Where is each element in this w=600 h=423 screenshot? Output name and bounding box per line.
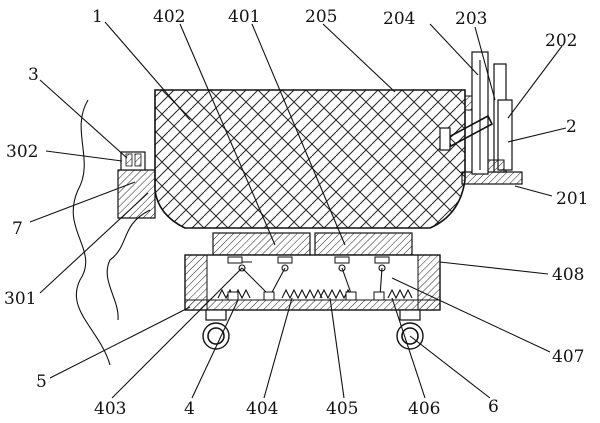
arm-mount [439,127,451,151]
leader-lines [29,21,567,399]
wall-break-line [72,99,111,366]
label-406: 406 [408,399,440,419]
left-support-bracket [117,169,156,219]
label-5: 5 [36,372,47,392]
label-201: 201 [556,189,588,209]
label-2: 2 [566,117,577,137]
label-403: 403 [94,399,126,419]
label-202: 202 [545,31,577,51]
label-3: 3 [28,65,39,85]
rail-spring-block [487,159,505,173]
label-4: 4 [184,399,195,419]
wall-break-line-inner [106,209,151,321]
linkage-set [227,256,390,301]
label-408: 408 [552,265,584,285]
upper-plate-right [314,232,413,256]
label-401: 401 [228,7,260,27]
spring-4 [387,288,413,300]
label-7: 7 [12,219,23,239]
label-404: 404 [246,399,278,419]
label-204: 204 [383,9,415,29]
label-203: 203 [455,9,487,29]
spring-2 [281,288,323,300]
upper-plate-left [212,232,311,256]
label-1: 1 [92,7,103,27]
label-302: 302 [6,142,38,162]
label-301: 301 [4,289,36,309]
left-clamp-bolt [125,153,133,167]
label-402: 402 [153,7,185,27]
label-205: 205 [305,7,337,27]
label-6: 6 [488,397,499,417]
left-clamp-bolt-2 [134,153,142,167]
label-407: 407 [552,347,584,367]
tank-body [154,89,466,229]
wheel-left [202,309,230,350]
label-405: 405 [326,399,358,419]
right-base-plate [461,171,523,185]
base-box-floor [184,299,441,311]
